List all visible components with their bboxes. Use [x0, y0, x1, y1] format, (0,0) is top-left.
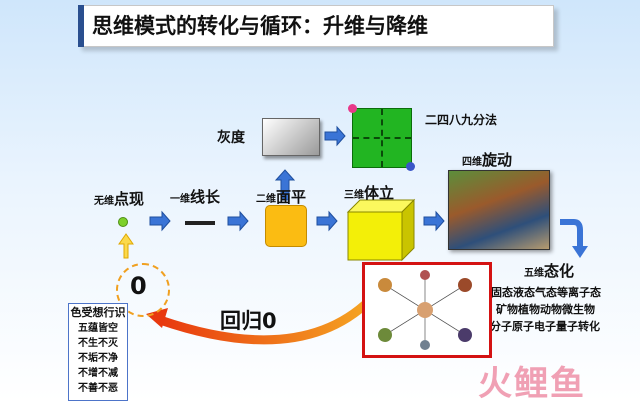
- corner-dot-pink: [348, 104, 357, 113]
- arrow-rotation-to-state: [560, 219, 583, 248]
- five-skandhas-line-1: 色受想行识: [70, 306, 126, 319]
- five-skandhas-line-3: 不生不灭: [78, 338, 118, 349]
- state-label: 五维态化: [524, 262, 575, 280]
- state-line-2: 矿物植物动物微生物: [496, 303, 595, 316]
- quadrant-label: 二四八九分法: [425, 113, 498, 127]
- title-accent-bar: [78, 5, 84, 47]
- arrow-plane-to-gray: [274, 169, 296, 201]
- rotation-cube-image: [448, 170, 550, 250]
- gray-label: 灰度: [217, 130, 245, 146]
- point-label: 无维点现: [94, 190, 145, 208]
- five-skandhas-line-5: 不增不减: [78, 368, 118, 379]
- return-curve-arrow: [155, 295, 375, 345]
- point-dot: [118, 217, 128, 227]
- five-skandhas-box: 色受想行识 五蕴皆空 不生不灭 不垢不净 不增不减 不善不恶: [68, 303, 128, 401]
- solid-cube: [346, 198, 416, 262]
- gray-rectangle: [262, 118, 320, 156]
- five-skandhas-line-2: 五蕴皆空: [78, 323, 118, 334]
- page-title: 思维模式的转化与循环：升维与降维: [92, 14, 428, 38]
- solid-label: 三维体立: [344, 184, 395, 202]
- arrow-plane-to-solid: [316, 210, 338, 232]
- elements-illustration: [362, 262, 492, 358]
- plane-square: [265, 205, 307, 247]
- return-label: 回归0: [220, 309, 277, 333]
- title-box: [78, 5, 554, 47]
- zero-circle: [116, 263, 170, 317]
- line-segment: [185, 221, 215, 225]
- arrow-gray-to-square: [324, 125, 346, 147]
- arrow-point-to-line: [149, 210, 171, 232]
- state-line-1: 固态液态气态等离子态: [491, 286, 601, 299]
- corner-dot-blue: [406, 162, 415, 171]
- watermark-logo: 火鲤鱼: [478, 364, 586, 401]
- quadrant-square: [352, 108, 412, 168]
- five-skandhas-line-4: 不垢不净: [78, 353, 118, 364]
- state-line-3: 分子原子电子量子转化: [490, 320, 600, 333]
- five-skandhas-line-6: 不善不恶: [78, 383, 118, 394]
- zero-label: 0: [130, 272, 147, 300]
- arrow-solid-to-rotation: [423, 210, 445, 232]
- rotation-label: 四维旋动: [462, 151, 513, 169]
- arrow-line-to-plane: [227, 210, 249, 232]
- arrow-zero-to-point: [118, 233, 134, 259]
- line-label: 一维线长: [170, 188, 221, 206]
- elements-network-graphic: [378, 270, 472, 350]
- plane-label: 二维面平: [256, 188, 307, 206]
